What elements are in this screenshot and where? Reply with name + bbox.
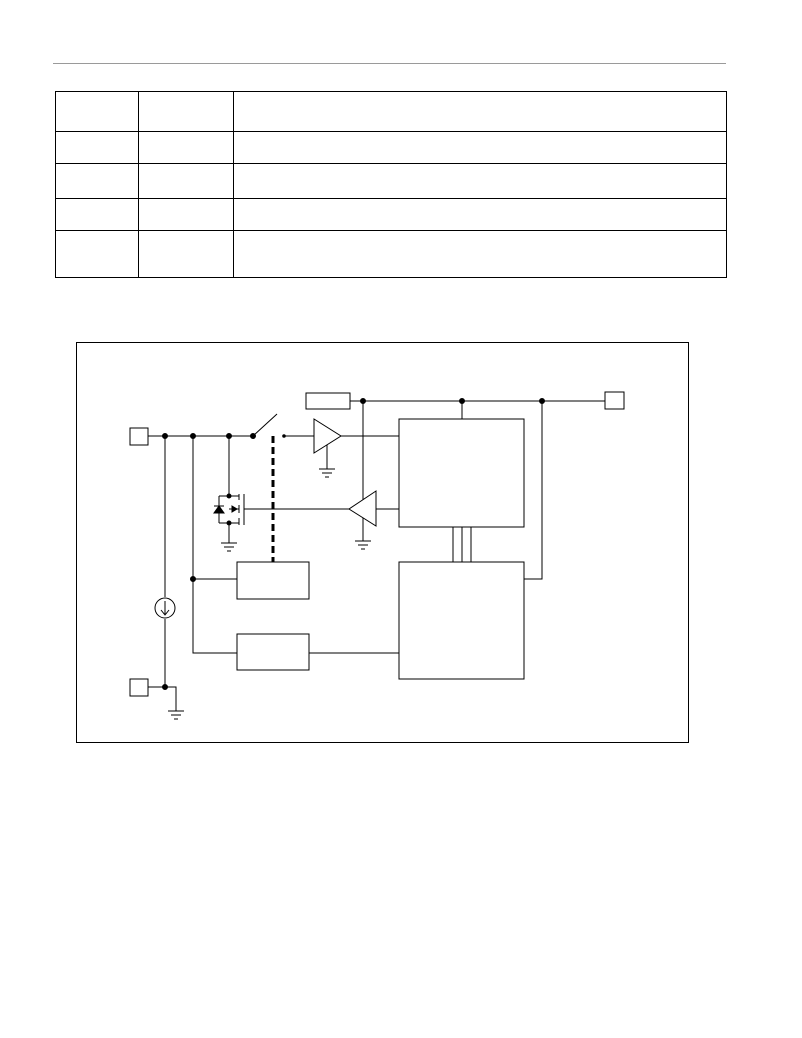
pin-terminal-left-top — [129, 427, 149, 446]
table-cell — [233, 163, 727, 199]
table-cell — [55, 163, 139, 199]
table-cell — [138, 198, 234, 231]
switch-control-block — [236, 561, 310, 600]
header-rule — [53, 63, 726, 64]
table-cell — [138, 230, 234, 278]
table-row — [55, 163, 727, 199]
oscillator-block — [236, 633, 310, 671]
table-row — [55, 230, 727, 278]
current-source-wire — [148, 436, 166, 688]
ground-icon — [319, 468, 335, 478]
current-source-icon — [154, 597, 176, 619]
control-block — [398, 418, 525, 528]
table-cell — [55, 230, 139, 278]
table-cell — [138, 163, 234, 199]
pin-terminal-left-bottom — [129, 678, 149, 697]
switch-blade — [252, 413, 278, 437]
table-cell — [233, 198, 727, 231]
pin-terminal-right — [604, 391, 625, 410]
table-cell — [233, 230, 727, 278]
block-diagram-frame — [76, 342, 689, 743]
current-arrow — [160, 601, 170, 616]
supply-branch-wire — [192, 436, 237, 654]
ground-icon — [165, 686, 184, 720]
ground-icon — [355, 540, 371, 550]
ground-icon — [221, 542, 237, 552]
table-row — [55, 198, 727, 231]
comparator-icon — [313, 418, 342, 454]
table-row — [55, 91, 727, 132]
rail-to-logic-wire — [524, 401, 543, 580]
pin-description-table — [55, 91, 727, 278]
logic-block — [398, 561, 525, 680]
mosfet-icon — [213, 493, 247, 543]
bus-lines — [452, 527, 472, 562]
reference-block — [305, 392, 351, 410]
